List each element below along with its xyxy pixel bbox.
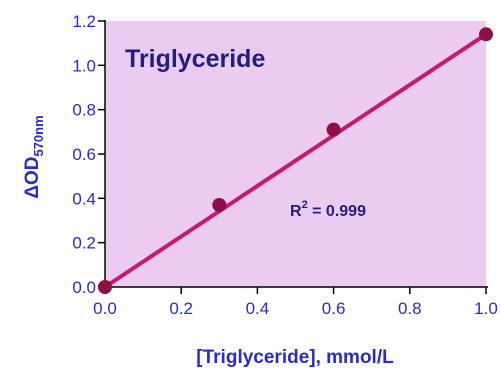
x-tick-label: 0.4 <box>246 299 270 318</box>
y-tick-label: 0.0 <box>72 278 96 297</box>
data-points <box>98 27 493 294</box>
x-tick-label: 0.0 <box>93 299 117 318</box>
y-tick-label: 1.2 <box>72 12 96 31</box>
x-tick-label: 0.8 <box>398 299 422 318</box>
y-tick-label: 0.6 <box>72 145 96 164</box>
y-tick-label: 0.4 <box>72 189 96 208</box>
y-axis-title-subscript: 570nm <box>31 115 46 156</box>
x-axis-ticks: 0.0 0.2 0.4 0.6 0.8 1.0 <box>93 287 498 318</box>
x-axis-title: [Triglyceride], mmol/L <box>196 347 394 368</box>
y-tick-label: 0.8 <box>72 101 96 120</box>
y-tick-label: 0.2 <box>72 234 96 253</box>
r-squared-base: R <box>290 203 302 220</box>
data-point <box>98 280 112 294</box>
y-axis-ticks: 0.0 0.2 0.4 0.6 0.8 1.0 1.2 <box>72 12 105 297</box>
y-tick-label: 1.0 <box>72 56 96 75</box>
x-tick-label: 0.6 <box>322 299 346 318</box>
data-point <box>479 27 493 42</box>
chart-title: Triglyceride <box>125 45 265 73</box>
data-point <box>326 122 341 137</box>
x-tick-label: 0.2 <box>169 299 193 318</box>
x-tick-label: 1.0 <box>474 299 498 318</box>
data-point <box>212 197 227 212</box>
y-axis-title: ΔOD570nm <box>22 115 46 198</box>
y-axis-title-main: ΔOD <box>22 157 43 199</box>
r-squared-annotation: R2 = 0.999 <box>290 199 366 220</box>
regression-line <box>103 32 488 289</box>
r-squared-superscript: 2 <box>302 199 308 211</box>
r-squared-value: = 0.999 <box>308 203 366 220</box>
